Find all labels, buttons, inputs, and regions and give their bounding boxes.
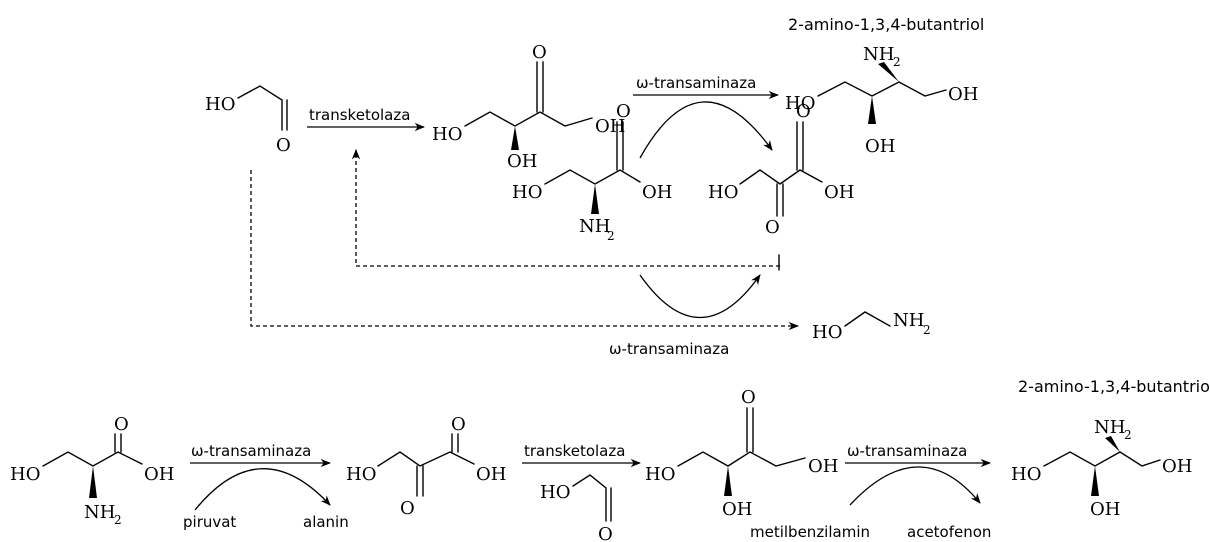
- wedge-bond: [1091, 466, 1099, 496]
- recycle-dashed-arrow: [351, 148, 780, 267]
- cosubstrate-in-label: piruvat: [183, 513, 236, 531]
- product-title: 2-amino-1,3,4-butantriol: [788, 15, 984, 34]
- bottom-hydroxypyruvate: HO O O OH: [346, 414, 506, 519]
- atom-label: O: [765, 217, 780, 238]
- atom-label: HO: [708, 182, 738, 203]
- atom-label: OH: [808, 456, 838, 477]
- atom-subscript: 2: [923, 323, 931, 337]
- bottom-serine: HO O OH NH 2: [10, 414, 174, 527]
- enzyme-label: transketolaza: [309, 106, 410, 124]
- wedge-bond: [724, 466, 732, 496]
- atom-label: HO: [205, 94, 235, 115]
- top-ketose: HO O OH OH: [432, 42, 625, 172]
- atom-subscript: 2: [114, 513, 122, 527]
- wedge-bond: [89, 466, 97, 498]
- atom-label: NH: [893, 310, 924, 331]
- cosubstrate-arrow: [639, 101, 773, 159]
- atom-label: OH: [507, 151, 537, 172]
- atom-label: O: [741, 387, 756, 408]
- bond: [844, 311, 891, 327]
- atom-label: HO: [812, 322, 842, 343]
- bottom-scheme: HO O OH NH 2 ω-transaminaza piruvat alan…: [10, 377, 1210, 542]
- cosubstrate-out-label: acetofenon: [907, 523, 991, 541]
- atom-label: O: [796, 101, 811, 122]
- atom-label: O: [400, 498, 415, 519]
- atom-label: OH: [824, 182, 854, 203]
- cosubstrate-arrow: [639, 274, 761, 319]
- top-product: HO NH 2 OH OH: [785, 44, 978, 157]
- cosubstrate-in-label: metilbenzilamin: [750, 523, 870, 541]
- atom-label: O: [616, 101, 631, 122]
- product-title: 2-amino-1,3,4-butantriol: [1018, 377, 1210, 396]
- atom-label: HO: [645, 464, 675, 485]
- atom-label: NH: [579, 216, 610, 237]
- bond: [739, 121, 823, 217]
- bond: [42, 433, 143, 467]
- atom-label: HO: [346, 464, 376, 485]
- enzyme-label: ω-transaminaza: [609, 340, 729, 358]
- enzyme-label: ω-transaminaza: [847, 442, 967, 460]
- enzyme-label: ω-transaminaza: [636, 74, 756, 92]
- atom-subscript: 2: [893, 55, 901, 69]
- atom-label: O: [451, 414, 466, 435]
- atom-label: NH: [84, 502, 115, 523]
- cosubstrate-arrow: [849, 466, 981, 506]
- atom-label: OH: [948, 84, 978, 105]
- top-ethanolamine: HO NH 2: [812, 310, 931, 343]
- bond: [677, 407, 806, 467]
- bottom-product: HO NH 2 OH OH: [1011, 417, 1192, 520]
- atom-label: O: [114, 414, 129, 435]
- bottom-glycolaldehyde: HO O: [540, 474, 613, 542]
- enzyme-label: ω-transaminaza: [191, 442, 311, 460]
- bottom-ketose: HO O OH OH: [645, 387, 838, 520]
- atom-label: O: [276, 135, 291, 156]
- atom-label: OH: [865, 136, 895, 157]
- bond: [237, 85, 288, 131]
- atom-label: OH: [1162, 456, 1192, 477]
- wedge-bond: [591, 184, 599, 214]
- atom-label: OH: [722, 499, 752, 520]
- bond: [572, 474, 612, 522]
- top-hydroxypyruvate: HO O O OH: [708, 101, 854, 238]
- top-serine: HO O OH NH 2: [512, 101, 672, 243]
- wedge-bond: [868, 96, 876, 124]
- bond: [377, 433, 475, 497]
- atom-label: HO: [785, 93, 815, 114]
- cosubstrate-out-label: alanin: [303, 513, 349, 531]
- wedge-bond: [1105, 436, 1120, 452]
- atom-label: O: [598, 524, 613, 542]
- bond: [464, 61, 593, 127]
- atom-label: NH: [1094, 417, 1125, 438]
- top-scheme: HO O transketolaza HO O OH OH ω-transami…: [205, 15, 984, 358]
- atom-label: HO: [432, 124, 462, 145]
- atom-label: NH: [863, 44, 894, 65]
- bond: [544, 121, 641, 185]
- top-glycolaldehyde: HO O: [205, 85, 291, 156]
- atom-label: HO: [1011, 464, 1041, 485]
- atom-label: O: [532, 42, 547, 63]
- enzyme-label: transketolaza: [524, 442, 625, 460]
- atom-label: HO: [512, 182, 542, 203]
- atom-label: OH: [1090, 499, 1120, 520]
- cosubstrate-arrow: [194, 468, 331, 511]
- atom-label: HO: [540, 482, 570, 503]
- wedge-bond: [878, 62, 899, 82]
- atom-subscript: 2: [607, 229, 615, 243]
- atom-label: OH: [642, 182, 672, 203]
- atom-label: OH: [476, 464, 506, 485]
- bond: [817, 81, 947, 97]
- wedge-bond: [511, 126, 519, 150]
- atom-label: OH: [595, 116, 625, 137]
- atom-subscript: 2: [1124, 428, 1132, 442]
- atom-label: HO: [10, 464, 40, 485]
- atom-label: OH: [144, 464, 174, 485]
- recycle-dashed-arrow: [250, 170, 800, 331]
- bond: [1043, 451, 1161, 467]
